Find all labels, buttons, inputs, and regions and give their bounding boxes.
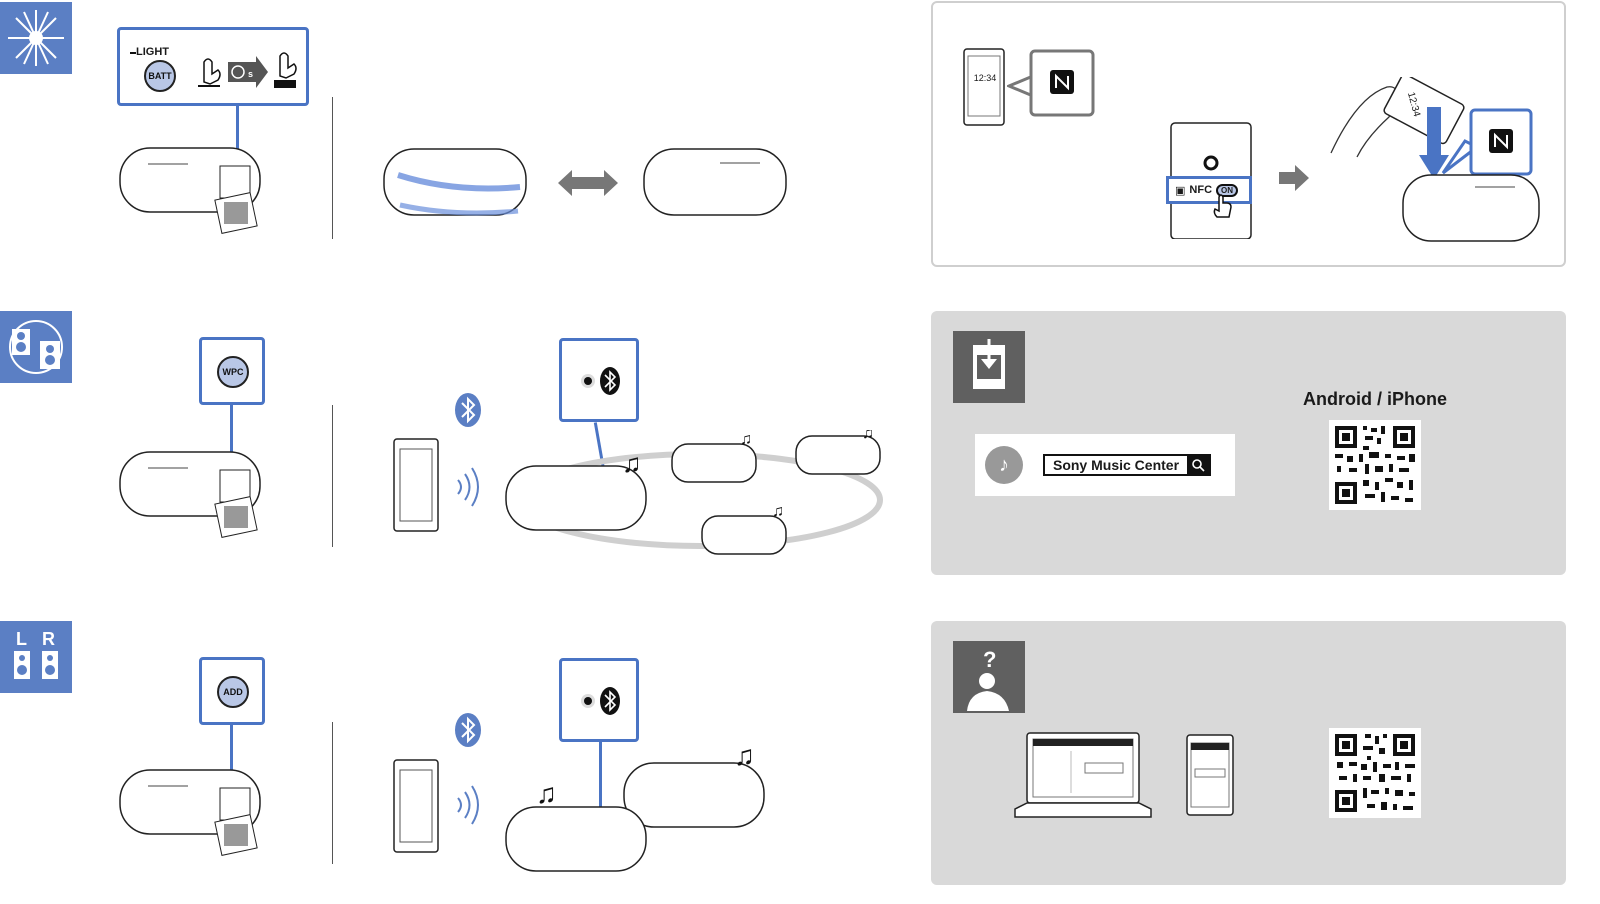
add-callout: ADD: [199, 657, 265, 725]
phone-support-site: [1186, 734, 1234, 816]
add-button[interactable]: ADD: [217, 676, 249, 708]
wpc-button[interactable]: WPC: [217, 356, 249, 388]
app-qr-code[interactable]: [1329, 420, 1421, 510]
nfc-glyph-icon: ▣: [1175, 184, 1186, 197]
divider-3: [332, 722, 333, 864]
toggle-arrow-icon: [558, 170, 618, 196]
nfc-label: NFC: [1189, 184, 1213, 196]
speaker-nfc-target: [1402, 174, 1540, 242]
speaker-with-open-cover: [119, 147, 261, 234]
bluetooth-indicator-icon: [581, 367, 620, 395]
speaker-with-open-cover: [119, 451, 261, 538]
bluetooth-indicator-icon: [581, 687, 620, 715]
app-search-box: ♪ Sony Music Center: [975, 434, 1235, 496]
nfc-mark-callout-blue: [1441, 108, 1533, 176]
svg-text:♫: ♫: [734, 740, 755, 771]
speaker-with-open-cover: [119, 769, 261, 856]
smartphone-clock: [963, 48, 1005, 126]
wireless-waves-icon: [457, 467, 479, 507]
search-icon: [1187, 456, 1209, 474]
press-hold-icon: s: [198, 52, 297, 88]
clock-time: 12:34: [973, 73, 997, 83]
nfc-toggle[interactable]: ON: [1216, 183, 1239, 197]
nfc-panel: 12:34 ▣ NFC ON 12:34: [931, 1, 1566, 267]
platform-label: Android / iPhone: [1303, 389, 1447, 409]
hand-holding-phone: [1330, 77, 1465, 158]
svg-text:♫: ♫: [622, 448, 642, 478]
light-mode-icon: [0, 2, 72, 74]
party-speakers-ring: ♫ ♫ ♫ ♫: [505, 430, 883, 555]
light-label: LIGHT: [136, 46, 169, 58]
bt-led-callout: [559, 658, 639, 742]
light-dash: [130, 52, 136, 54]
speaker-lit: [383, 148, 527, 216]
bt-led-callout: [559, 338, 639, 422]
tap-hand-icon: [1213, 194, 1232, 218]
divider-2: [332, 405, 333, 547]
stereo-speaker-pair: ♫ ♫: [505, 740, 765, 872]
svg-text:♫: ♫: [536, 778, 557, 809]
battery-callout: LIGHT BATT s: [117, 27, 309, 106]
app-download-icon: [953, 331, 1025, 403]
party-connect-icon: [0, 311, 72, 383]
stereo-pair-icon: L R: [0, 621, 72, 693]
add-callout-pointer: [230, 725, 233, 805]
next-arrow-icon: [1279, 165, 1309, 191]
app-panel: ♪ Sony Music Center Android / iPhone: [931, 311, 1566, 575]
nfc-setting-row[interactable]: ▣ NFC ON: [1166, 176, 1252, 204]
svg-text:♫: ♫: [862, 430, 874, 442]
down-arrow-icon: [1419, 107, 1449, 179]
bt-led-callout-pointer: [599, 742, 602, 824]
bluetooth-icon: [455, 393, 481, 427]
music-app-icon: ♪: [985, 446, 1023, 484]
support-panel: ?: [931, 621, 1566, 885]
svg-text:♫: ♫: [772, 503, 784, 520]
support-qr-code[interactable]: [1329, 728, 1421, 818]
battery-callout-pointer: [236, 106, 239, 170]
wpc-callout: WPC: [199, 337, 265, 405]
wireless-waves-icon: [457, 785, 479, 825]
stereo-right-text: R: [42, 629, 55, 649]
smartphone: [393, 759, 439, 853]
bluetooth-icon: [455, 713, 481, 747]
stereo-left-text: L: [16, 629, 27, 649]
wpc-callout-pointer: [230, 405, 233, 485]
divider-1: [332, 97, 333, 239]
laptop-support-site: [1014, 732, 1152, 818]
batt-button[interactable]: BATT: [144, 60, 176, 92]
app-search-field[interactable]: Sony Music Center: [1043, 454, 1211, 476]
speaker-unlit: [643, 148, 787, 216]
help-question-icon: ?: [953, 641, 1025, 713]
smartphone: [393, 438, 439, 532]
svg-text:♫: ♫: [740, 431, 752, 448]
nfc-mark-callout: [1007, 49, 1095, 117]
svg-text:s: s: [248, 69, 253, 79]
svg-text:?: ?: [983, 647, 996, 672]
app-search-text: Sony Music Center: [1052, 457, 1180, 473]
